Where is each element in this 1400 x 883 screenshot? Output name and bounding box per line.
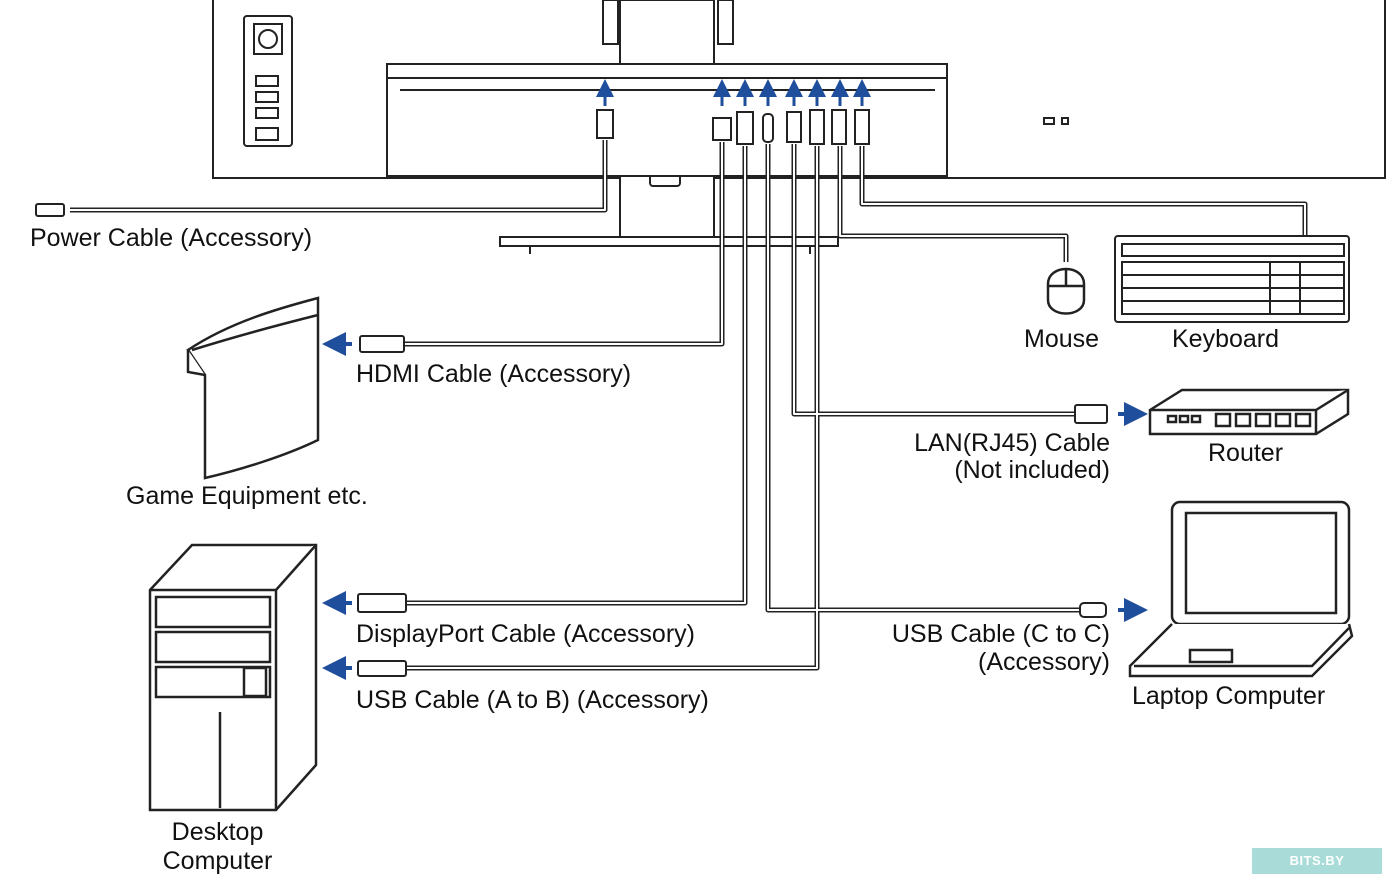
usbc-cable-label-line2: (Accessory) xyxy=(978,648,1110,676)
mouse-icon xyxy=(1046,267,1086,315)
usb-ab-cable-label: USB Cable (A to B) (Accessory) xyxy=(356,686,709,714)
router-label: Router xyxy=(1208,439,1284,467)
lan-cable-label-line2: (Not included) xyxy=(954,456,1110,484)
router-icon xyxy=(1148,388,1350,436)
mouse-label: Mouse xyxy=(1024,325,1100,353)
desktop-label-line1: Desktop xyxy=(171,818,264,846)
power-cable-label: Power Cable (Accessory) xyxy=(30,224,313,252)
port-arrows xyxy=(596,79,871,106)
desktop-tower-icon xyxy=(148,543,318,812)
desktop-label-line2: Computer xyxy=(162,847,273,875)
laptop-icon xyxy=(1128,500,1354,678)
cables-inner xyxy=(70,140,1306,669)
watermark: BITS.BY xyxy=(1252,848,1382,874)
keyboard-icon xyxy=(1114,235,1350,323)
game-console-icon xyxy=(186,296,320,480)
panel-connectors xyxy=(596,109,870,145)
cable-plugs xyxy=(35,203,1108,677)
hdmi-cable-label: HDMI Cable (Accessory) xyxy=(356,360,632,388)
device-arrows xyxy=(322,332,1148,680)
game-equipment-label: Game Equipment etc. xyxy=(126,482,368,510)
laptop-label: Laptop Computer xyxy=(1132,682,1326,710)
keyboard-label: Keyboard xyxy=(1172,325,1280,353)
usbc-cable-label-line1: USB Cable (C to C) xyxy=(891,620,1110,648)
displayport-cable-label: DisplayPort Cable (Accessory) xyxy=(356,620,695,648)
lan-cable-label-line1: LAN(RJ45) Cable xyxy=(914,429,1110,457)
